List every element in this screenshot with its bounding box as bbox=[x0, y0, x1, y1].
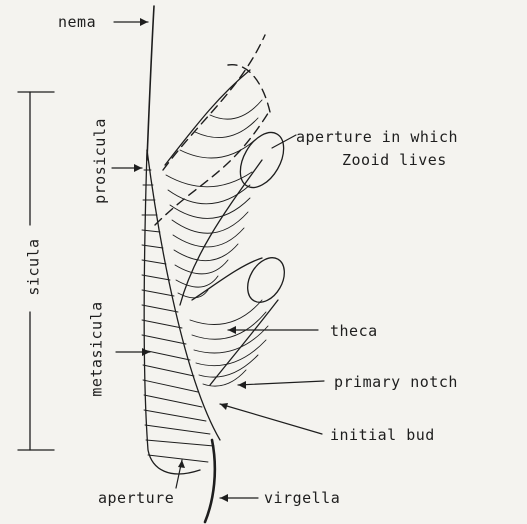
nema-label: nema bbox=[58, 13, 96, 31]
virgella-label: virgella bbox=[264, 489, 340, 507]
developing-theca-outline bbox=[155, 35, 270, 225]
first-theca bbox=[165, 70, 293, 305]
prosicula-label: prosicula bbox=[91, 118, 109, 204]
aperture-zooid-label-line2: Zooid lives bbox=[342, 151, 447, 169]
second-theca bbox=[190, 251, 292, 386]
primary-notch-label: primary notch bbox=[334, 373, 458, 391]
sicula-label: sicula bbox=[25, 238, 43, 295]
virgella bbox=[205, 440, 215, 522]
theca-label: theca bbox=[330, 322, 378, 340]
aperture-label: aperture bbox=[98, 489, 174, 507]
initial-bud-label: initial bud bbox=[330, 426, 435, 444]
sicula bbox=[142, 150, 220, 474]
nema bbox=[147, 6, 154, 160]
metasicula-label: metasicula bbox=[88, 301, 106, 396]
aperture-zooid-label-line1: aperture in which bbox=[296, 128, 458, 146]
